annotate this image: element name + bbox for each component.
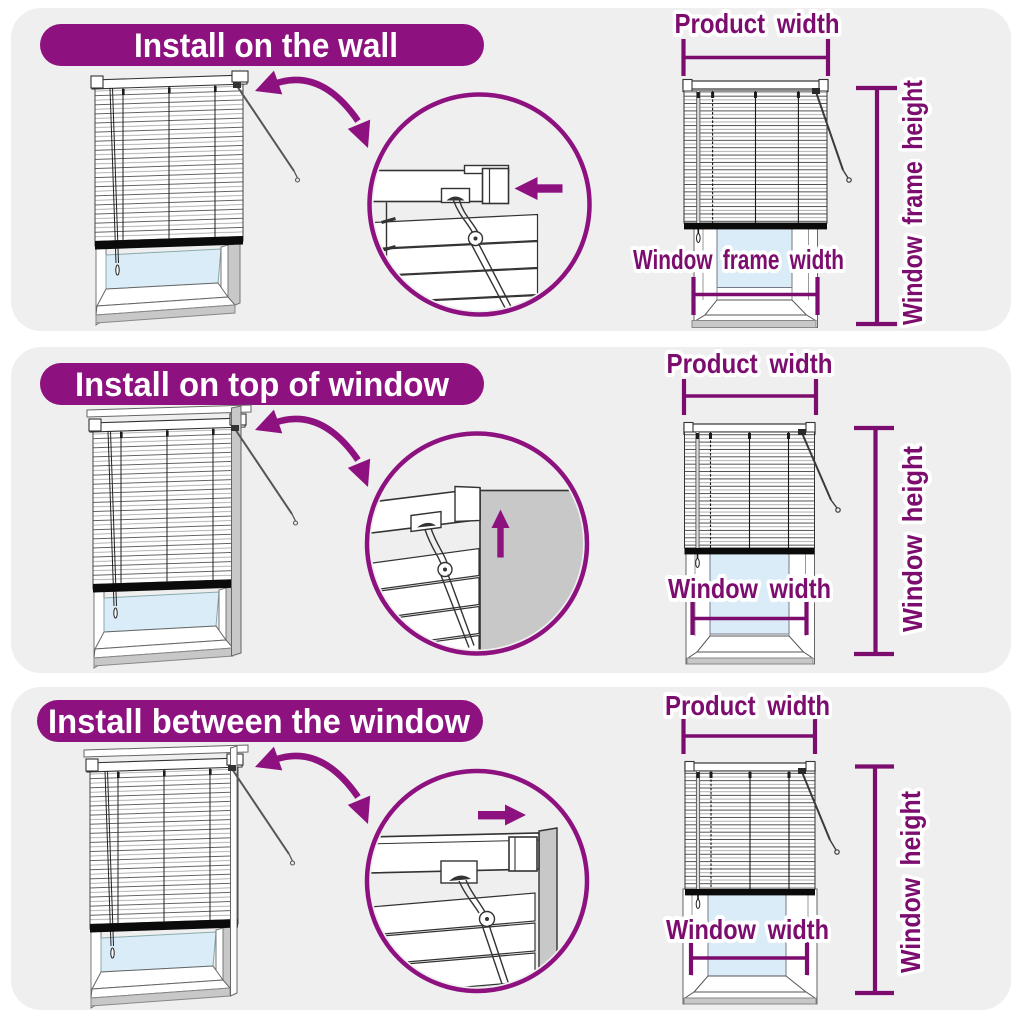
svg-text:Product width: Product width: [675, 8, 840, 39]
svg-text:Window height: Window height: [895, 791, 926, 973]
svg-text:Window height: Window height: [897, 446, 928, 632]
svg-text:Product width: Product width: [665, 690, 830, 721]
svg-text:Window frame width: Window frame width: [633, 244, 844, 275]
svg-text:Install on the wall: Install on the wall: [134, 27, 398, 65]
svg-text:Install between the window: Install between the window: [48, 703, 471, 741]
svg-text:Product width: Product width: [667, 348, 833, 379]
svg-text:Window width: Window width: [668, 573, 831, 604]
svg-text:Window width: Window width: [666, 914, 829, 945]
svg-text:Install on top of window: Install on top of window: [75, 366, 450, 404]
svg-text:Window frame height: Window frame height: [897, 80, 928, 325]
